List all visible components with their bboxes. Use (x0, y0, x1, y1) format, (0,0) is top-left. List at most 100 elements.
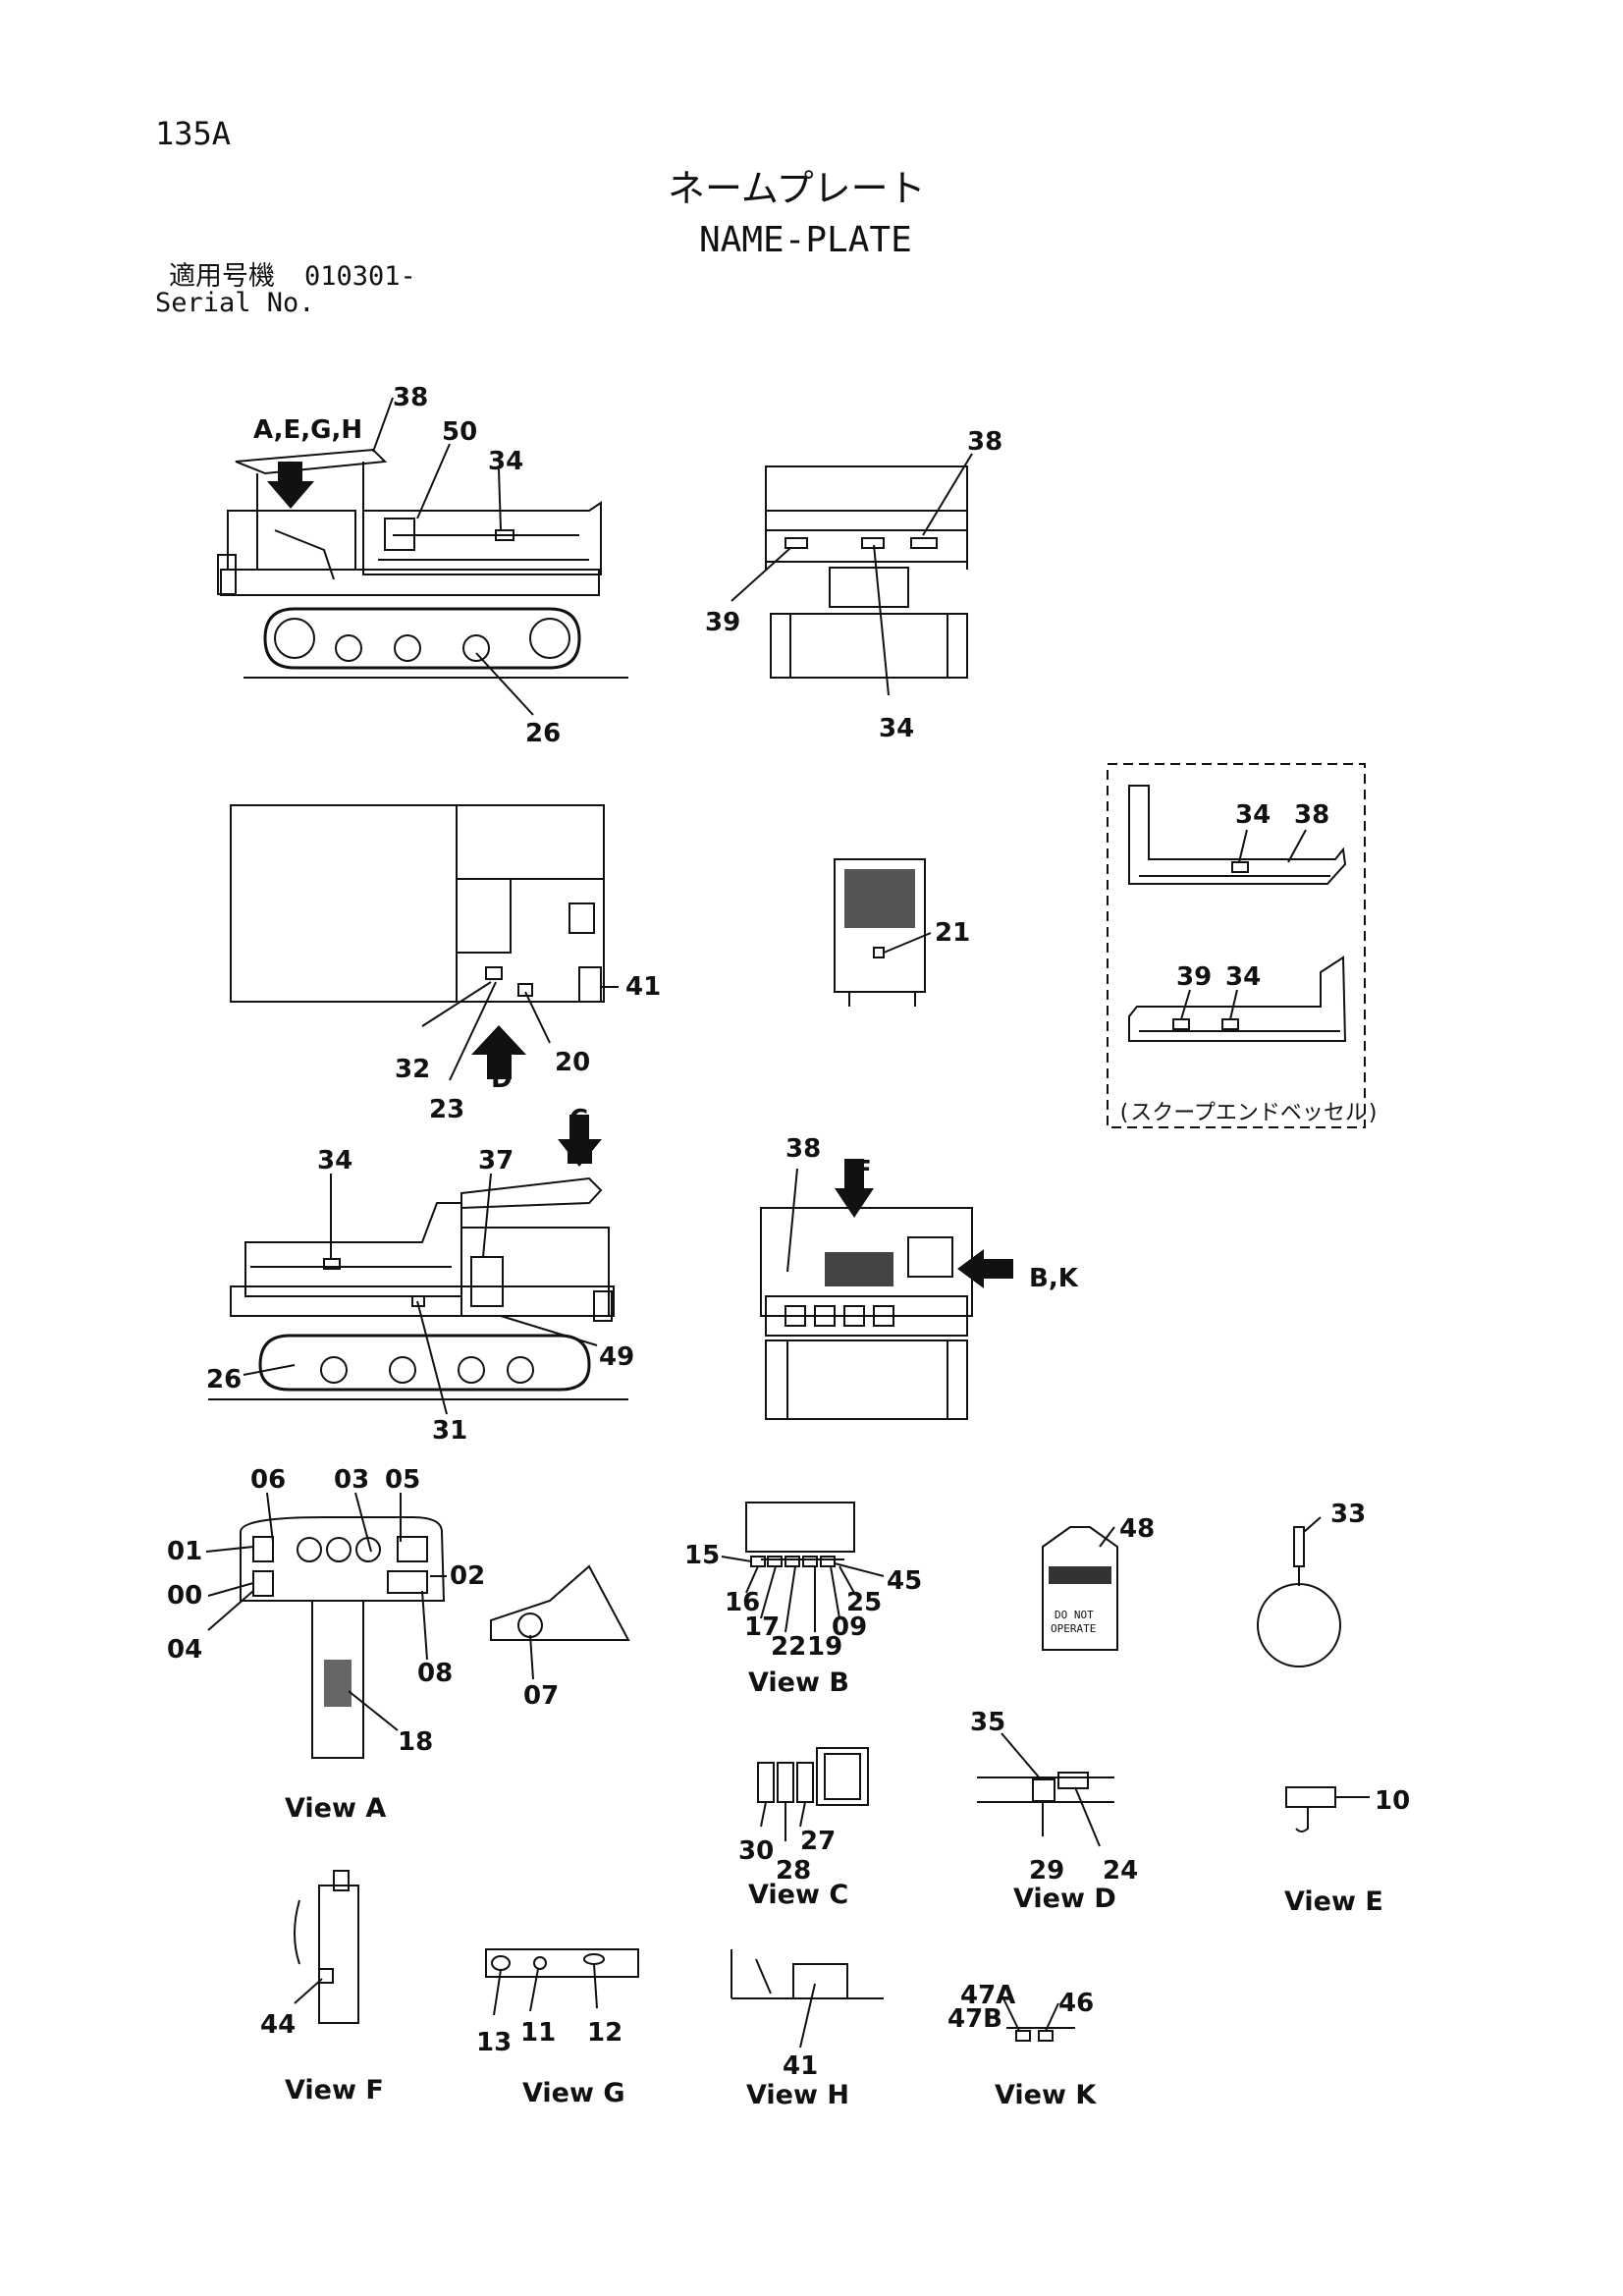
callouts-front-view-1 (730, 453, 973, 696)
view-g-diagram (485, 1948, 639, 2016)
part-label-47a: 47A (960, 1981, 1015, 2010)
view-label-e: View E (1284, 1886, 1383, 1917)
part-48-tag: DO NOT OPERATE (1042, 1526, 1118, 1651)
part-label-34: 34 (1235, 800, 1271, 830)
part-label-12: 12 (587, 2018, 622, 2048)
tag-text-line-1: DO NOT (1055, 1609, 1094, 1621)
carrier-front-view-1 (765, 465, 968, 679)
part-label-19: 19 (807, 1632, 842, 1662)
arrow-label-a-e-g-h: A,E,G,H (253, 415, 362, 445)
callouts-view-a (205, 1492, 447, 1731)
part-label-44: 44 (260, 2010, 296, 2040)
part-label-41: 41 (783, 2051, 818, 2081)
part-label-49: 49 (599, 1342, 634, 1372)
part-33-round-tag (1257, 1516, 1341, 1667)
part-label-34: 34 (879, 714, 914, 743)
part-label-48: 48 (1119, 1514, 1155, 1544)
carrier-side-view-2 (208, 1115, 628, 1400)
carrier-front-view-2 (760, 1159, 1013, 1420)
view-f-diagram (294, 1870, 359, 2024)
part-label-25: 25 (846, 1588, 882, 1617)
view-label-g: View G (522, 2078, 625, 2108)
part-label-38: 38 (1294, 800, 1329, 830)
part-label-13: 13 (476, 2028, 512, 2057)
part-label-28: 28 (776, 1856, 811, 1886)
callouts-side-view-2 (243, 1173, 598, 1415)
title-jp: ネームプレート (668, 167, 926, 210)
view-h-diagram (730, 1949, 884, 2049)
callouts-side-view-1 (372, 397, 534, 716)
view-d-diagram (977, 1732, 1114, 1847)
part-label-20: 20 (555, 1048, 590, 1077)
part-label-01: 01 (167, 1537, 202, 1566)
part-label-10: 10 (1375, 1786, 1410, 1816)
arrow-label-d: D (491, 1065, 513, 1094)
scoop-end-vessel-inset: (スクープエンドベッセル) (1107, 763, 1380, 1128)
arrow-label-b-k: B,K (1029, 1264, 1079, 1293)
part-07-drawing (490, 1564, 630, 1680)
part-label-30: 30 (738, 1836, 774, 1866)
part-label-32: 32 (395, 1055, 430, 1084)
part-label-34: 34 (488, 447, 523, 476)
view-label-b: View B (748, 1667, 849, 1698)
part-label-17: 17 (744, 1613, 780, 1642)
part-label-34: 34 (317, 1146, 352, 1175)
part-label-21: 21 (935, 918, 970, 948)
part-label-22: 22 (771, 1632, 806, 1662)
part-label-27: 27 (800, 1827, 836, 1856)
part-label-34: 34 (1225, 962, 1261, 992)
view-label-k: View K (995, 2080, 1097, 2110)
part-label-05: 05 (385, 1465, 420, 1495)
part-label-15: 15 (684, 1541, 720, 1570)
carrier-top-view (230, 804, 605, 1079)
part-label-18: 18 (398, 1727, 433, 1757)
view-e-diagram (1285, 1786, 1370, 1832)
part-label-07: 07 (523, 1681, 559, 1711)
part-label-38: 38 (967, 427, 1002, 457)
serial-label-en: Serial No. (155, 288, 315, 318)
carrier-side-view-1 (217, 448, 628, 679)
part-label-50: 50 (442, 417, 477, 447)
view-label-d: View D (1013, 1884, 1116, 1914)
page-code: 135A (155, 115, 231, 152)
tag-text-line-2: OPERATE (1051, 1622, 1096, 1635)
part-label-09: 09 (832, 1613, 867, 1642)
part-label-47b: 47B (947, 2004, 1002, 2034)
part-label-26: 26 (525, 719, 561, 748)
title-en: NAME-PLATE (699, 220, 912, 260)
part-label-38: 38 (785, 1134, 821, 1164)
part-label-29: 29 (1029, 1856, 1064, 1886)
view-label-h: View H (746, 2080, 849, 2110)
part-label-06: 06 (250, 1465, 286, 1495)
part-label-04: 04 (167, 1635, 202, 1665)
part-label-24: 24 (1103, 1856, 1138, 1886)
part-label-38: 38 (393, 383, 428, 412)
part-label-39: 39 (1176, 962, 1212, 992)
view-label-f: View F (285, 2075, 384, 2105)
part-label-37: 37 (478, 1146, 514, 1175)
radiator-panel-view (834, 858, 932, 1007)
view-a-diagram (240, 1516, 446, 1759)
part-label-41: 41 (625, 972, 661, 1002)
view-label-a: View A (285, 1793, 386, 1824)
part-label-26: 26 (206, 1365, 242, 1394)
arrow-label-c: C (569, 1105, 588, 1134)
part-label-03: 03 (334, 1465, 369, 1495)
serial-value: 010301- (304, 261, 416, 292)
view-b-diagram (721, 1502, 885, 1633)
inset-caption: (スクープエンドベッセル) (1117, 1101, 1380, 1125)
part-label-45: 45 (887, 1566, 922, 1596)
part-label-11: 11 (520, 2018, 556, 2048)
view-label-c: View C (748, 1880, 848, 1910)
part-label-35: 35 (970, 1708, 1005, 1737)
part-label-02: 02 (450, 1561, 485, 1591)
part-label-16: 16 (725, 1588, 760, 1617)
callouts-top-view (421, 981, 619, 1081)
part-label-46: 46 (1058, 1989, 1094, 2018)
part-label-23: 23 (429, 1095, 464, 1124)
part-label-33: 33 (1330, 1500, 1366, 1529)
part-label-00: 00 (167, 1581, 202, 1611)
arrow-label-f: F (854, 1156, 872, 1185)
